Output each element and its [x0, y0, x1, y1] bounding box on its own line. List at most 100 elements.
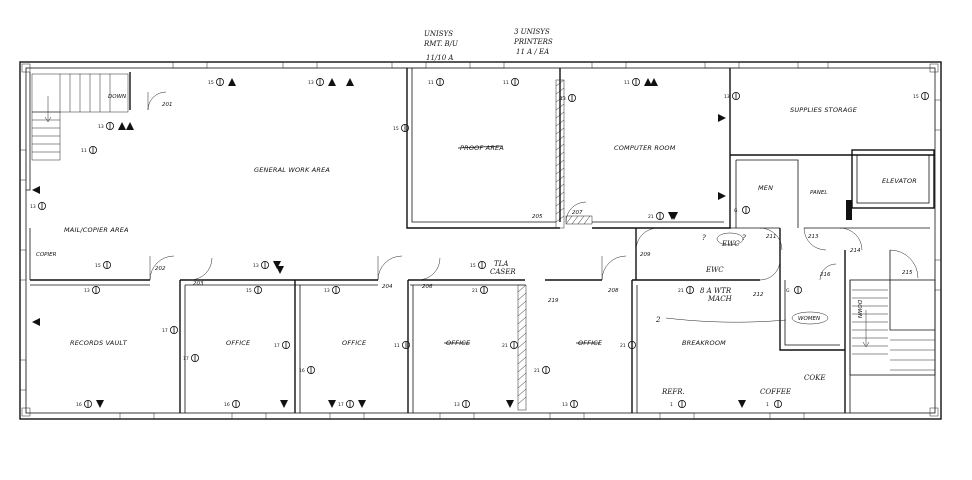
stair-top-left — [31, 73, 129, 161]
outlet-symbol: 13 — [454, 399, 470, 408]
outlet-symbol: 13 — [253, 260, 281, 269]
outlet-number: 21 — [472, 288, 478, 294]
outlet-symbol: 15 — [393, 124, 409, 133]
outlet-number: 21 — [648, 214, 654, 220]
outlet-number: 13 — [324, 288, 330, 294]
outlet-symbol: 11 — [81, 145, 98, 154]
note-water-machine-1: 8 A WTR — [700, 287, 732, 295]
note-arrow-line — [665, 317, 787, 323]
mail-copier-area-label: MAIL/COPIER AREA — [64, 226, 129, 234]
note-printers-line3: 11 A / EA — [516, 48, 549, 56]
office-1-label: OFFICE — [226, 339, 251, 347]
room-number-208: 208 — [608, 288, 619, 294]
supplies-storage-label: SUPPLIES STORAGE — [790, 106, 858, 114]
outlet-symbol: 21 — [620, 340, 637, 349]
computer-room-label: COMPUTER ROOM — [614, 144, 676, 152]
data-jack-triangle — [118, 122, 126, 130]
outlet-symbol: 13 — [560, 94, 577, 103]
data-jack-triangle — [670, 212, 678, 220]
outlet-number: 17 — [274, 343, 280, 349]
outlet-symbol: 21 — [678, 285, 695, 294]
women-room-label: WOMEN — [798, 316, 820, 322]
data-jack-triangle — [96, 400, 104, 408]
outlet-number: 16 — [299, 368, 305, 374]
note-printers-line1: 3 UNISYS — [514, 28, 550, 36]
outlet-number: 15 — [246, 288, 252, 294]
room-number-211: 211 — [766, 234, 777, 240]
panel-label: PANEL — [810, 190, 827, 196]
data-jack-triangle — [358, 400, 366, 408]
outlet-number: 15 — [913, 94, 919, 100]
outlet-number: 13 — [84, 288, 90, 294]
outlet-number: 11 — [503, 80, 509, 86]
outlet-symbol: 11 — [394, 340, 410, 349]
data-jack-triangle — [276, 266, 284, 274]
data-jack-triangle — [644, 78, 652, 86]
note-refrigerator: REFR. — [661, 388, 685, 396]
data-jack-triangle — [328, 400, 336, 408]
outlet-number: 21 — [534, 368, 540, 374]
outlet-number: 13 — [454, 402, 460, 408]
outlet-number: 15 — [393, 126, 399, 132]
handwritten-notes: UNISYS RMT. B/U 11/10 A 3 UNISYS PRINTER… — [423, 28, 825, 396]
room-number-212: 212 — [753, 292, 764, 298]
outlet-symbol: 13 — [562, 399, 579, 408]
outlet-symbol: 11 — [428, 78, 444, 87]
room-number-209: 209 — [640, 252, 651, 258]
outlet-number: 11 — [394, 343, 400, 349]
outlet-symbol: 21 — [502, 340, 518, 349]
door-swings — [147, 91, 919, 281]
outlet-number: 13 — [308, 80, 314, 86]
room-number-203: 203 — [193, 281, 204, 287]
outlet-symbol: 15 — [95, 260, 112, 269]
outlet-number: 11 — [81, 148, 87, 154]
outlet-number: G — [786, 288, 790, 294]
outlet-number: 21 — [502, 343, 508, 349]
outlet-number: 21 — [678, 288, 684, 294]
stair-bottom-right — [852, 289, 935, 371]
outlet-symbol: 15 — [208, 78, 236, 87]
outlet-number: 1 — [670, 402, 673, 408]
outlet-symbol: 13 — [308, 78, 336, 87]
outlet-number: 11 — [624, 80, 630, 86]
outlet-number: 13 — [562, 402, 568, 408]
outlet-number: 1 — [766, 402, 769, 408]
note-unisys-line3: 11/10 A — [426, 54, 453, 62]
room-number-202: 202 — [155, 266, 166, 272]
outlet-number: G — [734, 208, 738, 214]
outlet-symbol: 13 — [98, 122, 126, 131]
outlet-number: 15 — [470, 263, 476, 269]
outlet-number: 15 — [95, 263, 101, 269]
data-jack-triangle — [273, 261, 281, 269]
data-jack-triangle — [738, 400, 746, 408]
room-number-219: 219 — [548, 298, 559, 304]
room-number-214: 214 — [850, 248, 861, 254]
outlet-number: 13 — [560, 96, 566, 102]
outlet-symbol: 13 — [30, 201, 47, 210]
interior-walls — [26, 68, 936, 413]
room-numbers: 201 202 203 204 205 206 207 208 209 211 … — [155, 102, 913, 304]
outlet-symbol: 17 — [183, 353, 199, 362]
outlet-symbol: 16 — [224, 399, 240, 408]
outlet-symbol: 1 — [670, 399, 687, 408]
data-jack-triangle — [32, 186, 40, 194]
room-number-215: 215 — [902, 270, 913, 276]
records-vault-label: RECORDS VAULT — [70, 339, 128, 347]
room-labels: GENERAL WORK AREA MAIL/COPIER AREA PROOF… — [36, 94, 917, 347]
note-ewc-right: EWC — [705, 266, 724, 274]
women-bubble — [791, 311, 829, 325]
note-unisys-line2: RMT. B/U — [423, 40, 459, 48]
note-ewc-left: EWC — [721, 240, 740, 248]
outlet-number: 17 — [338, 402, 344, 408]
office-2-label: OFFICE — [342, 339, 367, 347]
outlet-number: 13 — [253, 263, 259, 269]
room-number-216: 216 — [820, 272, 831, 278]
note-number-two: 2 — [655, 316, 661, 324]
data-jack-triangle — [32, 318, 40, 326]
note-coffee: COFFEE — [760, 388, 791, 396]
outlet-symbol: 13 — [724, 92, 741, 101]
data-jack-triangle — [126, 122, 134, 130]
outlet-symbol: 21 — [534, 365, 551, 374]
